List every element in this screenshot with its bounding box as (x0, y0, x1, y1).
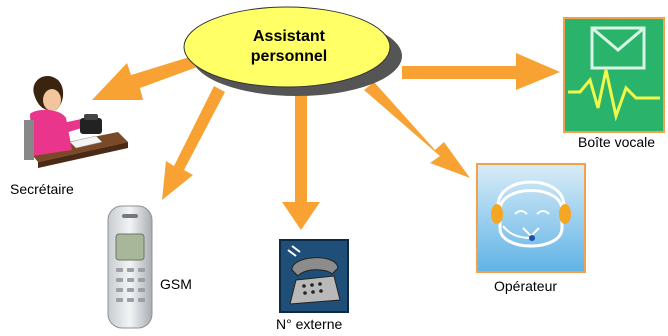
operator-label: Opérateur (494, 278, 558, 294)
operator-headset-icon (476, 163, 586, 273)
arrow-to-external (282, 96, 320, 230)
hub-label: Assistant personnel (183, 6, 395, 88)
arrow-to-voicemail (402, 53, 560, 90)
hub-label-line1: Assistant (252, 28, 326, 45)
hub-ellipse (183, 6, 391, 88)
arrows (92, 53, 560, 230)
arrow-to-secretary (92, 55, 200, 100)
secretary-icon (24, 75, 128, 168)
arrow-to-gsm (162, 86, 225, 200)
voicemail-label: Boîte vocale (578, 134, 656, 150)
voicemail-envelope-icon (563, 17, 665, 133)
arrow-to-operator (364, 82, 470, 178)
secretary-label: Secrétaire (10, 181, 74, 197)
gsm-label: GSM (160, 276, 192, 292)
hub-label-line2: personnel (250, 48, 328, 65)
telephone-icon (279, 239, 349, 313)
hub-node (183, 6, 402, 96)
mobile-phone-icon (107, 205, 153, 329)
external-label: N° externe (276, 316, 343, 332)
